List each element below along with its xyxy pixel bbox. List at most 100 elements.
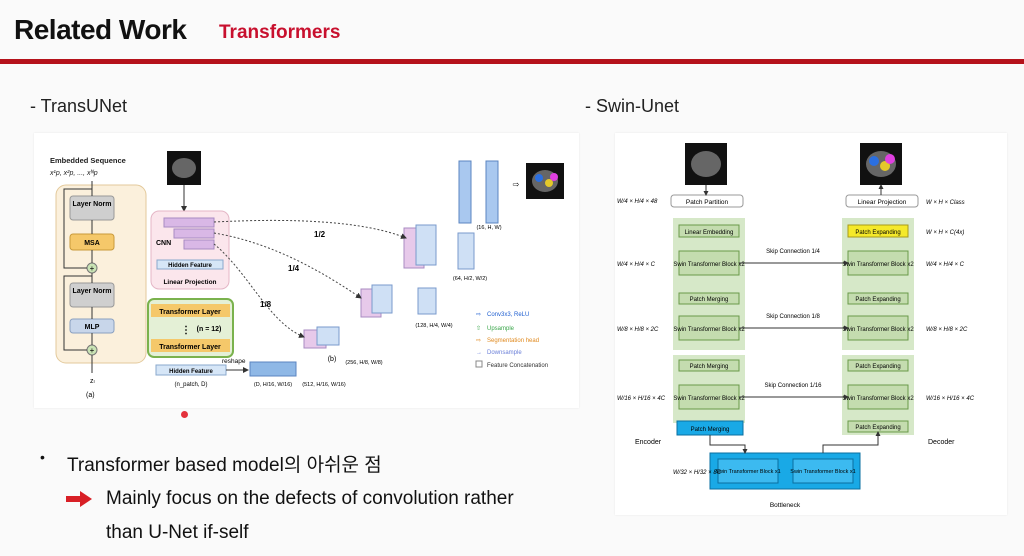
- encoder-label: Encoder: [635, 439, 662, 446]
- skip-curve-12: [213, 219, 407, 239]
- seg-head-arrow: ⇨: [513, 180, 520, 189]
- transformer-layer-2-text: Transformer Layer: [159, 344, 221, 351]
- patch-merging-1: [678, 292, 740, 305]
- zl-label: zₗ: [90, 378, 95, 385]
- transunet-figure: Embedded Sequence x¹p, x²p, ..., xᴺp Lay…: [34, 133, 579, 408]
- dim-4c-out2: W/16 × H/16 × 4C: [926, 396, 975, 402]
- skip-curve-14: [213, 232, 362, 299]
- seg-organ-yellow: [545, 179, 553, 187]
- transunet-diagram: Embedded Sequence x¹p, x²p, ..., xᴺp Lay…: [49, 151, 564, 399]
- skip-curve-18: [213, 243, 305, 338]
- bullet-main: Transformer based model의 아쉬운 점: [67, 455, 382, 476]
- plus-symbol-2: +: [90, 346, 95, 355]
- legend-concat-text: Feature Concatenation: [487, 363, 548, 369]
- swin-block-dec-3: [847, 384, 909, 410]
- linear-embedding: [678, 224, 740, 238]
- legend-downsample-icon: →: [476, 350, 482, 356]
- bullet-sub-2: than U-Net if-self: [106, 522, 249, 543]
- dim-8c: W/32 × H/32 × 8C: [673, 470, 722, 476]
- label-b: (b): [328, 356, 337, 363]
- patch-expanding-2: [847, 359, 909, 372]
- cnn-text: CNN: [156, 240, 171, 247]
- skip-18-text: Skip Connection 1/8: [766, 314, 820, 320]
- legend-upsample-icon: ⇧: [476, 325, 481, 332]
- dim-2c: W/8 × H/8 × 2C: [617, 327, 659, 333]
- mlp-text: MLP: [85, 324, 100, 331]
- transunet-label: - TransUNet: [30, 96, 128, 116]
- hidden-feature-bottom-text: Hidden Feature: [169, 369, 213, 375]
- cnn-feature-2: [173, 228, 215, 239]
- embedded-seq-label: Embedded Sequence: [50, 156, 126, 165]
- legend-seghead-icon: ⇨: [476, 338, 481, 344]
- bullet-dot: •: [40, 449, 45, 465]
- swin-block-bottleneck-2: [792, 458, 854, 484]
- ellipsis-vertical: ⋮: [181, 325, 191, 336]
- swin-seg-organ-blue: [869, 156, 879, 166]
- dim-c-out: W/4 × H/4 × C: [926, 262, 965, 268]
- dim4-text: (128, H/4, W/4): [415, 323, 452, 329]
- swin-block-dec-2-text: Swin Transformer Block x2: [842, 327, 914, 333]
- swin-input-slice: [691, 151, 721, 177]
- decoder-block-1: [316, 326, 340, 346]
- layer-norm-2: [69, 282, 115, 308]
- legend-upsample-text: Upsample: [487, 326, 515, 332]
- patch-merging-2: [678, 359, 740, 372]
- embedded-tokens: x¹p, x²p, ..., xᴺp: [49, 170, 98, 177]
- red-arrow-icon: [66, 491, 92, 507]
- dim3-text: (256, H/8, W/8): [345, 360, 382, 366]
- linear-projection-swin-text: Linear Projection: [858, 199, 907, 206]
- dim2-text: (512, H/16, W/16): [302, 382, 346, 388]
- linear-projection-text: Linear Projection: [163, 279, 216, 286]
- bullet-sub-1: Mainly focus on the defects of convoluti…: [106, 488, 514, 509]
- swin-block-bottleneck-2-text: Swin Transformer Block x1: [790, 469, 855, 475]
- dim1-text: (D, H/16, W/16): [254, 382, 292, 388]
- layer-norm-1-text: Layer Norm: [73, 201, 112, 208]
- swin-block-bottleneck-1-text: Swin Transformer Block x1: [715, 469, 780, 475]
- swin-block-enc-1: [678, 250, 740, 276]
- residual-line-1: [63, 188, 92, 269]
- hidden-feature-top: [156, 259, 224, 270]
- legend-downsample-text: Downsample: [487, 350, 522, 356]
- transformer-layer-1-text: Transformer Layer: [159, 309, 221, 316]
- patch-merging-3-text: Patch Merging: [691, 427, 730, 433]
- swin-block-dec-1: [847, 250, 909, 276]
- swin-block-dec-3-text: Swin Transformer Block x2: [842, 396, 914, 402]
- swin-block-enc-1-text: Swin Transformer Block x2: [673, 262, 745, 268]
- swinunet-figure: Patch Partition Linear Embedding Swin Tr…: [615, 133, 1007, 515]
- patch-merging-2-text: Patch Merging: [690, 364, 729, 370]
- patch-expanding-2-text: Patch Expanding: [855, 364, 900, 370]
- dim-2c-out: W/8 × H/8 × 2C: [926, 327, 968, 333]
- dim-48: W/4 × H/4 × 48: [617, 199, 658, 205]
- decoder-block-5: [457, 232, 475, 270]
- swin-seg-organ-magenta: [885, 154, 895, 164]
- n-patch-text: (n_patch, D): [174, 382, 207, 388]
- swinunet-label: - Swin-Unet: [585, 96, 680, 116]
- decoder-block-6: [458, 160, 472, 224]
- hidden-feature-top-text: Hidden Feature: [168, 263, 212, 269]
- legend-concat-icon: [475, 360, 483, 368]
- flow-line: [709, 435, 748, 454]
- patch-expanding-1-text: Patch Expanding: [855, 297, 900, 303]
- swin-block-enc-3-text: Swin Transformer Block x2: [673, 396, 745, 402]
- scale-eighth: 1/8: [260, 300, 272, 309]
- layer-norm-1: [69, 195, 115, 221]
- msa-text: MSA: [84, 240, 100, 247]
- bottleneck-label: Bottleneck: [770, 502, 801, 509]
- swin-block-dec-1-text: Swin Transformer Block x2: [842, 262, 914, 268]
- reshape-text: reshape: [222, 358, 246, 365]
- swinunet-diagram: Patch Partition Linear Embedding Swin Tr…: [617, 143, 975, 509]
- scale-quarter: 1/4: [288, 264, 300, 273]
- reshaped-feature: [249, 361, 297, 377]
- flow-line: [822, 431, 881, 453]
- legend-conv-icon: ⇨: [476, 312, 481, 318]
- transformer-layer-1: [151, 304, 230, 317]
- dim-4c: W/16 × H/16 × 4C: [617, 396, 666, 402]
- decoder-block-7: [485, 160, 499, 224]
- dim-class: W × H × Class: [926, 200, 965, 206]
- linear-projection-swin: [845, 194, 919, 208]
- swin-block-enc-2-text: Swin Transformer Block x2: [673, 327, 745, 333]
- scale-half: 1/2: [314, 230, 326, 239]
- layer-norm-2-text: Layer Norm: [73, 288, 112, 295]
- n12-text: (n = 12): [197, 326, 222, 333]
- residual-line-2: [63, 275, 92, 351]
